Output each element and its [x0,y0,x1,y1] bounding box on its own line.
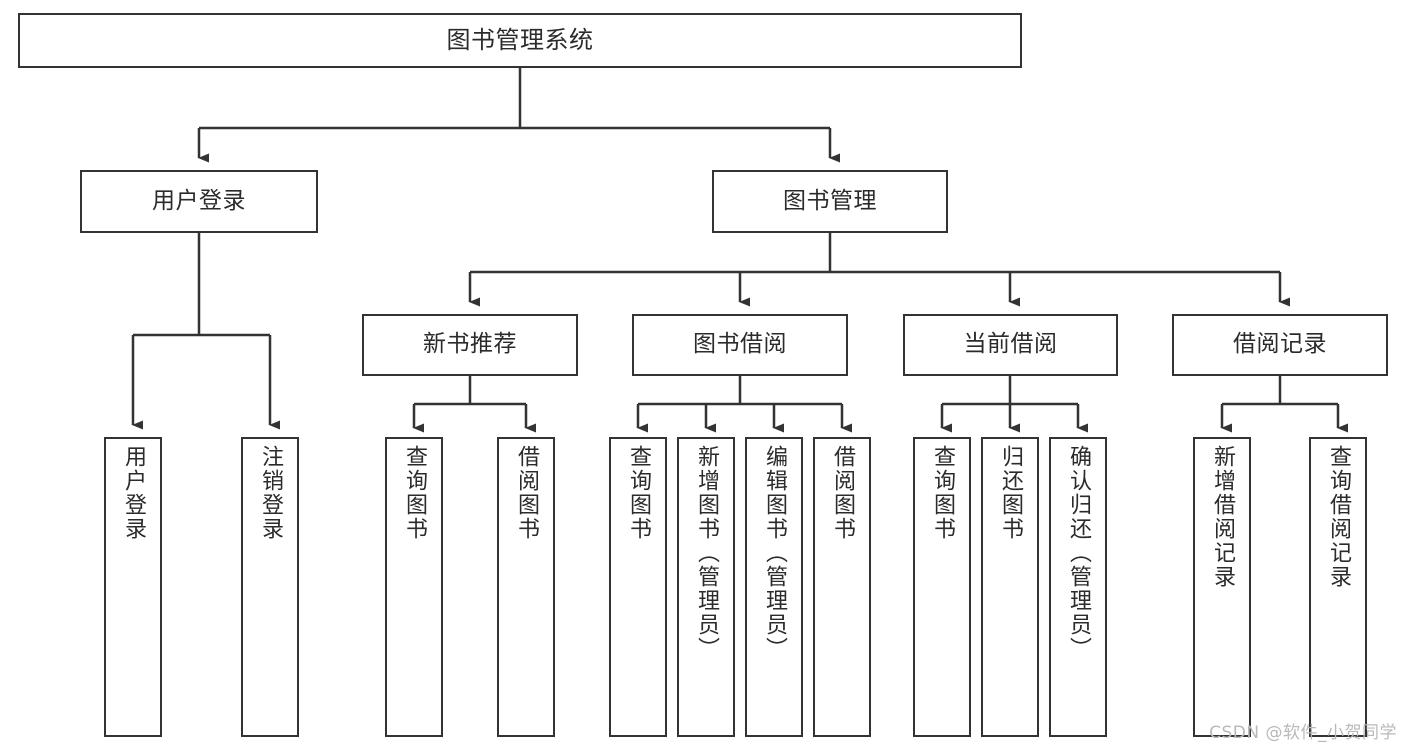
node-book-borrowing[interactable]: 图书借阅 [632,314,848,376]
node-label: 图书管理 [783,187,877,214]
node-label: 借阅图书 [830,445,855,541]
node-label: 图书借阅 [693,331,787,358]
node-label: 当前借阅 [963,331,1058,358]
leaf-add-borrow-record[interactable]: 新增借阅记录 [1193,437,1251,737]
leaf-borrow-book-new[interactable]: 借阅图书 [497,437,555,737]
csdn-watermark: CSDN @软件_小贺同学 [1209,723,1397,743]
node-current-borrowing[interactable]: 当前借阅 [903,314,1118,376]
node-label: 注销登录 [258,445,283,541]
leaf-query-book-current[interactable]: 查询图书 [913,437,971,737]
node-label: 查询借阅记录 [1326,445,1351,589]
leaf-add-book-admin[interactable]: 新增图书（管理员） [677,437,735,737]
node-user-login[interactable]: 用户登录 [80,170,318,233]
leaf-borrow-book[interactable]: 借阅图书 [813,437,871,737]
node-label: 确认归还（管理员） [1066,445,1091,661]
node-label: 查询图书 [930,445,955,541]
node-borrowing-record[interactable]: 借阅记录 [1172,314,1388,376]
node-root-library-management-system[interactable]: 图书管理系统 [18,13,1022,68]
leaf-edit-book-admin[interactable]: 编辑图书（管理员） [745,437,803,737]
node-label: 查询图书 [626,445,651,541]
node-book-management[interactable]: 图书管理 [712,170,948,233]
leaf-query-book-borrow[interactable]: 查询图书 [609,437,667,737]
node-label: 新增图书（管理员） [694,445,719,661]
node-label: 查询图书 [402,445,427,541]
node-label: 借阅记录 [1233,331,1327,358]
node-label: 归还图书 [998,445,1023,541]
leaf-confirm-return-admin[interactable]: 确认归还（管理员） [1049,437,1107,737]
node-label: 新增借阅记录 [1210,445,1235,589]
node-label: 图书管理系统 [446,26,594,55]
node-new-book-recommendation[interactable]: 新书推荐 [362,314,578,376]
leaf-return-book[interactable]: 归还图书 [981,437,1039,737]
node-label: 用户登录 [121,445,146,541]
leaf-query-borrow-record[interactable]: 查询借阅记录 [1309,437,1367,737]
leaf-user-login[interactable]: 用户登录 [104,437,162,737]
node-label: 用户登录 [152,187,246,214]
node-label: 编辑图书（管理员） [762,445,787,661]
leaf-query-book-new[interactable]: 查询图书 [385,437,443,737]
leaf-user-logout[interactable]: 注销登录 [241,437,299,737]
node-label: 借阅图书 [514,445,539,541]
node-label: 新书推荐 [423,331,517,358]
